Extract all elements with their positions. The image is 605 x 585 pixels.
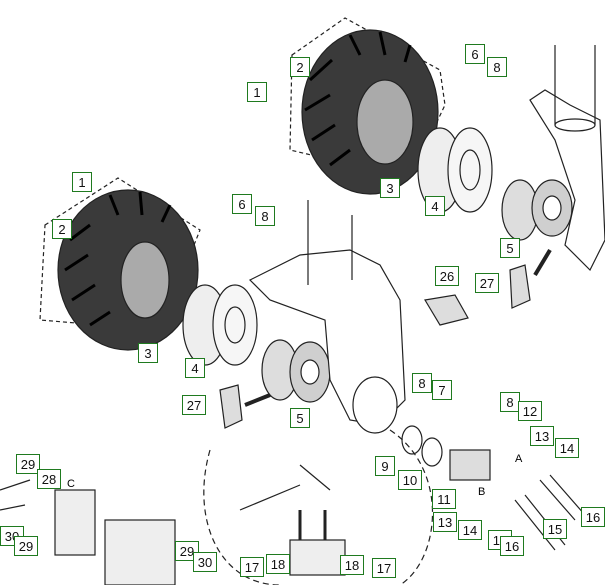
tire-upper-icon xyxy=(301,29,439,195)
callout-c8b[interactable]: 8 xyxy=(255,206,275,226)
assembly-outline-upper xyxy=(289,17,446,179)
arrow-lower-icon xyxy=(244,393,271,407)
manifold-block xyxy=(104,519,176,585)
letter-c: C xyxy=(67,478,75,490)
callout-c28[interactable]: 28 xyxy=(37,469,61,489)
hydraulic-hose-loop xyxy=(203,429,433,585)
callout-c18a[interactable]: 18 xyxy=(266,554,290,574)
callout-c16b[interactable]: 16 xyxy=(500,536,524,556)
callout-c15b[interactable]: 15 xyxy=(543,519,567,539)
callout-c7[interactable]: 7 xyxy=(432,380,452,400)
callout-c1a[interactable]: 1 xyxy=(247,82,267,102)
hose-fitting-icon xyxy=(239,464,331,511)
rim-upper-icon xyxy=(417,127,493,213)
callout-c13a[interactable]: 13 xyxy=(530,426,554,446)
flange-plate xyxy=(289,539,346,576)
callout-c14b[interactable]: 14 xyxy=(458,520,482,540)
callout-c27a[interactable]: 27 xyxy=(475,273,499,293)
callout-c10[interactable]: 10 xyxy=(398,470,422,490)
assembly-outline-lower xyxy=(39,177,201,331)
callout-c8c[interactable]: 8 xyxy=(412,373,432,393)
callout-c5b[interactable]: 5 xyxy=(290,408,310,428)
axle-housing-upper xyxy=(529,89,605,272)
callout-c14a[interactable]: 14 xyxy=(555,438,579,458)
callout-c27b[interactable]: 27 xyxy=(182,395,206,415)
callout-c30b[interactable]: 30 xyxy=(193,552,217,572)
tire-lower-icon xyxy=(57,189,199,351)
callout-c4b[interactable]: 4 xyxy=(185,358,205,378)
callout-c5a[interactable]: 5 xyxy=(500,238,520,258)
callout-c4a[interactable]: 4 xyxy=(425,196,445,216)
valve-block-right xyxy=(449,449,491,481)
callout-c8d[interactable]: 8 xyxy=(500,392,520,412)
callout-c13b[interactable]: 13 xyxy=(433,512,457,532)
hub-motor-lower-icon xyxy=(261,339,331,403)
callout-c16a[interactable]: 16 xyxy=(581,507,605,527)
callout-c29a[interactable]: 29 xyxy=(16,454,40,474)
callout-c17b[interactable]: 17 xyxy=(372,558,396,578)
callout-c6b[interactable]: 6 xyxy=(232,194,252,214)
bracket-27-upper-icon xyxy=(509,264,531,309)
callout-c17a[interactable]: 17 xyxy=(240,557,264,577)
callout-c8a[interactable]: 8 xyxy=(487,57,507,77)
callout-c6a[interactable]: 6 xyxy=(465,44,485,64)
rim-lower-icon xyxy=(182,284,258,366)
bracket-27-lower-icon xyxy=(219,384,243,429)
callout-c1b[interactable]: 1 xyxy=(72,172,92,192)
seal-10-icon xyxy=(421,437,443,467)
callout-c18b[interactable]: 18 xyxy=(340,555,364,575)
callout-c9[interactable]: 9 xyxy=(375,456,395,476)
callout-c29b[interactable]: 29 xyxy=(14,536,38,556)
callout-c3a[interactable]: 3 xyxy=(380,178,400,198)
callout-c2a[interactable]: 2 xyxy=(290,57,310,77)
callout-c11[interactable]: 11 xyxy=(432,489,456,509)
letter-b: B xyxy=(478,486,485,498)
callout-c12[interactable]: 12 xyxy=(518,401,542,421)
hub-motor-upper-icon xyxy=(501,179,573,241)
callout-c2b[interactable]: 2 xyxy=(52,219,72,239)
manifold-plate xyxy=(54,489,96,556)
letter-a: A xyxy=(515,453,523,465)
callout-c26[interactable]: 26 xyxy=(435,266,459,286)
seal-9-icon xyxy=(401,425,423,455)
callout-c3b[interactable]: 3 xyxy=(138,343,158,363)
arrow-upper-icon xyxy=(533,248,552,277)
bolts-17-icon xyxy=(298,510,327,545)
shim-26-icon xyxy=(424,294,469,326)
